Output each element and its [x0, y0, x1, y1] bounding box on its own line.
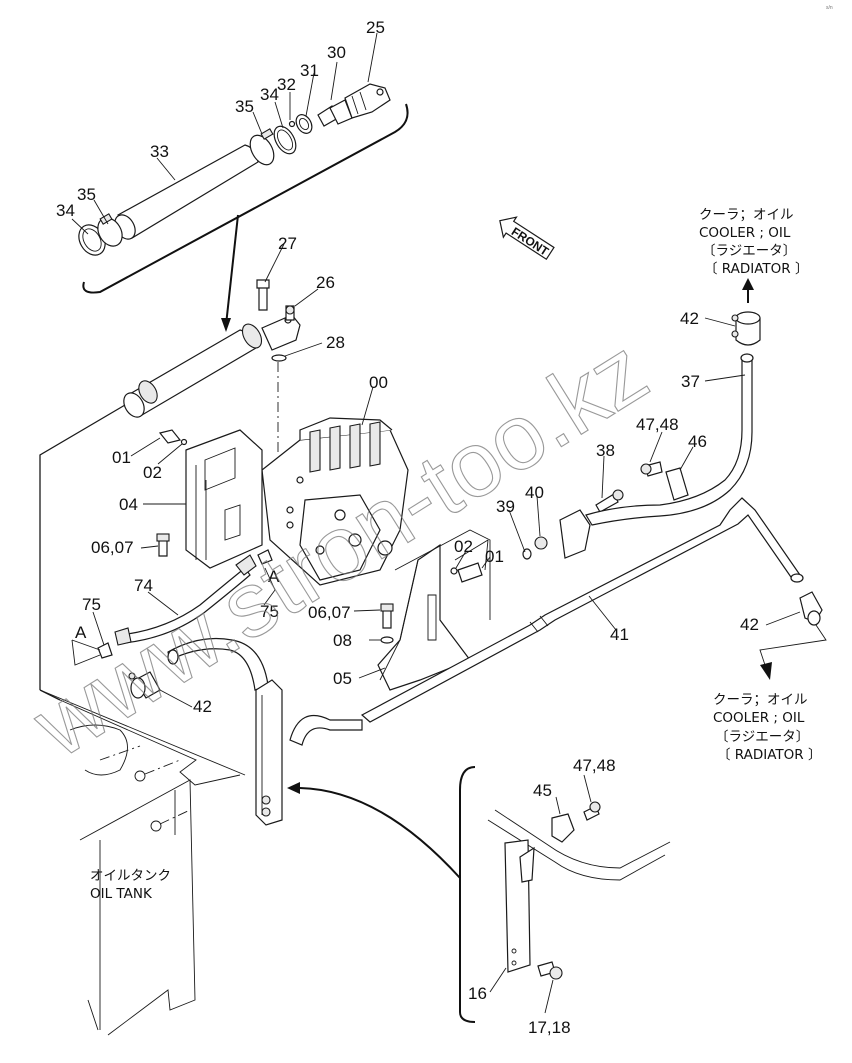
callout-25: 25 [366, 18, 385, 37]
bracket-05: 06,07 08 05 [308, 529, 491, 691]
callout-1718: 17,18 [528, 1018, 571, 1037]
callout-75-right: 75 [260, 602, 279, 621]
filter-assembly-mounted: 27 26 28 [123, 234, 345, 455]
callout-01-right: 01 [485, 547, 504, 566]
fitting-40 [534, 536, 548, 550]
note-oil-tank: オイルタンク OIL TANK [90, 868, 171, 902]
inset-bracket-bottom [459, 766, 476, 1023]
corner-mark: s/n [826, 5, 833, 11]
bracket-16-mounted [255, 679, 283, 826]
fitting-75-left [97, 642, 113, 659]
callout-27: 27 [278, 234, 297, 253]
callout-00: 00 [369, 373, 388, 392]
arrow-down-icon [760, 662, 772, 680]
fitting-30 [317, 99, 353, 127]
callout-02-right: 02 [454, 537, 473, 556]
svg-text:〔ラジエータ〕: 〔ラジエータ〕 [702, 243, 796, 259]
callout-30: 30 [327, 43, 346, 62]
adapter-fittings-right: 02 01 39 40 38 [450, 441, 624, 583]
note-oil-cooler-bottom: クーラ；オイル COOLER ; OIL 〔ラジエータ〕 〔 RADIATOR … [713, 692, 821, 763]
control-valve-00: 00 [261, 373, 409, 586]
washer-28 [271, 354, 287, 362]
inset-bracket-detail: 47,48 45 16 17,18 [287, 756, 671, 1037]
bolt-01-left [158, 429, 182, 444]
svg-text:クーラ；オイル: クーラ；オイル [699, 207, 794, 223]
washer-02-left [180, 438, 188, 446]
oil-tank [39, 689, 246, 1036]
clamp-45 [551, 813, 575, 843]
svg-text:クーラ；オイル: クーラ；オイル [713, 692, 808, 708]
pipe-37: 37 [585, 353, 754, 526]
callout-75-left: 75 [82, 595, 101, 614]
callout-34-left: 34 [56, 201, 75, 220]
callout-01-left: 01 [112, 448, 131, 467]
callout-34-right: 34 [260, 85, 279, 104]
bolt-01-right [457, 562, 483, 583]
callout-45: 45 [533, 781, 552, 800]
callout-31: 31 [300, 61, 319, 80]
svg-text:COOLER ; OIL: COOLER ; OIL [713, 710, 805, 726]
callout-4748-bottom: 47,48 [573, 756, 616, 775]
front-direction-arrow: FRONT [499, 216, 555, 261]
callout-05: 05 [333, 669, 352, 688]
bolt-38 [595, 493, 619, 513]
svg-text:〔 RADIATOR 〕: 〔 RADIATOR 〕 [704, 261, 808, 277]
inset-filter-assembly: 25 30 31 32 34 35 33 35 34 [56, 18, 409, 332]
o-ring-32 [288, 120, 296, 128]
arrow-head-icon [221, 318, 231, 332]
note-oil-cooler-top: クーラ；オイル COOLER ; OIL 〔ラジエータ〕 〔 RADIATOR … [699, 207, 808, 277]
bracket-04: 01 02 04 06,07 [91, 429, 263, 569]
callout-33: 33 [150, 142, 169, 161]
callout-4748-top: 47,48 [636, 415, 679, 434]
callout-38: 38 [596, 441, 615, 460]
callout-35-right: 35 [235, 97, 254, 116]
callout-A-left: A [75, 623, 87, 642]
washer-02-right [450, 567, 458, 575]
clamp-42-lower-left: 42 [128, 671, 212, 716]
clamp-46: 47,48 46 [636, 415, 707, 501]
callout-42-lower-left: 42 [193, 697, 212, 716]
hose-clamp-35-right [249, 128, 275, 166]
clamp-42-right: 42 [740, 591, 827, 680]
callout-32: 32 [277, 75, 296, 94]
callout-74: 74 [134, 576, 153, 595]
callout-0607-right: 06,07 [308, 603, 351, 622]
hose-74: 74 75 A A 75 [71, 549, 280, 666]
callout-26: 26 [316, 273, 335, 292]
pipe-41: 41 [360, 497, 804, 723]
nut-31 [295, 114, 313, 134]
inset-bracket-top [82, 103, 409, 294]
inset-leader-arrow [225, 214, 239, 326]
elbow-25 [344, 83, 391, 119]
clamp-42-top: 42 [680, 278, 761, 346]
svg-text:OIL TANK: OIL TANK [90, 886, 153, 902]
svg-text:〔 RADIATOR 〕: 〔 RADIATOR 〕 [717, 747, 821, 763]
callout-42-top: 42 [680, 309, 699, 328]
hose-clamp-34-right [273, 125, 297, 155]
callout-40: 40 [525, 483, 544, 502]
callout-0607-left: 06,07 [91, 538, 134, 557]
callout-04: 04 [119, 495, 138, 514]
callout-A-right: A [268, 567, 280, 586]
svg-text:〔ラジエータ〕: 〔ラジエータ〕 [715, 729, 809, 745]
callout-46: 46 [688, 432, 707, 451]
svg-text:オイルタンク: オイルタンク [90, 868, 171, 884]
arrow-up-icon [742, 278, 754, 290]
fitting-75-right [257, 549, 273, 565]
arrow-left-icon [287, 782, 300, 794]
washer-08 [380, 636, 394, 644]
callout-37: 37 [681, 372, 700, 391]
callout-42-right: 42 [740, 615, 759, 634]
callout-02-left: 02 [143, 463, 162, 482]
callout-39: 39 [496, 497, 515, 516]
svg-text:COOLER ; OIL: COOLER ; OIL [699, 225, 791, 241]
callout-08: 08 [333, 631, 352, 650]
detail-leader-arrow [299, 787, 461, 879]
callout-16: 16 [468, 984, 487, 1003]
callout-28: 28 [326, 333, 345, 352]
hose-clamp-35-left [97, 213, 123, 247]
adapter-block [559, 509, 591, 559]
callout-41: 41 [610, 625, 629, 644]
callout-35-left: 35 [77, 185, 96, 204]
